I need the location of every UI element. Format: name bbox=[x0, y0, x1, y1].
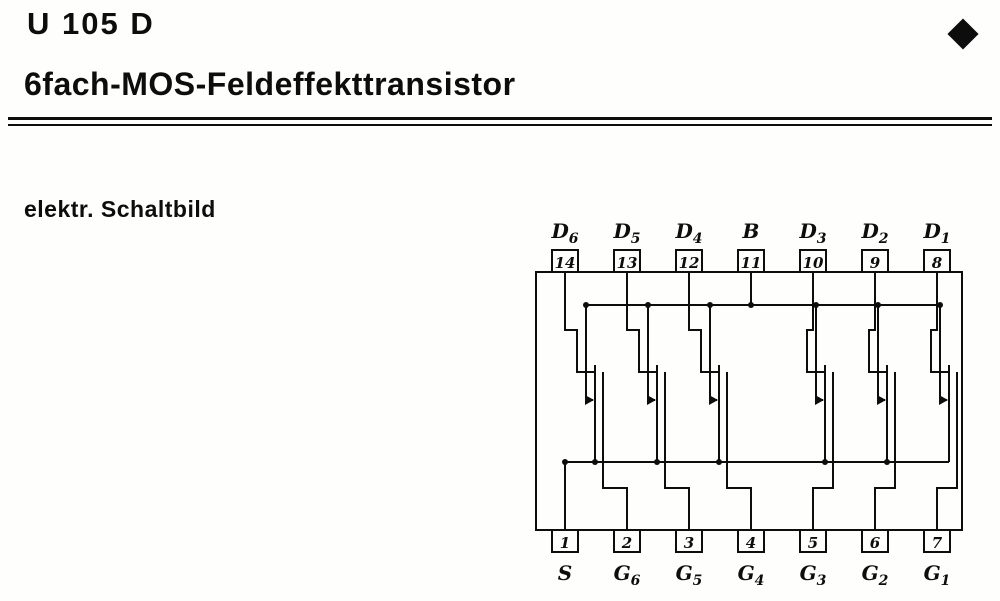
pin-number: 8 bbox=[932, 254, 943, 272]
top-pin-d3: D3 10 bbox=[798, 219, 827, 273]
pin-number: 12 bbox=[679, 254, 700, 272]
bulk-lead bbox=[709, 305, 717, 401]
pin-label: D6 bbox=[550, 219, 578, 247]
drain-lead bbox=[564, 272, 595, 373]
gate-lead bbox=[726, 434, 752, 530]
pin-box bbox=[613, 529, 641, 553]
top-pin-d6: D6 14 bbox=[550, 219, 579, 273]
pin-number: 10 bbox=[803, 254, 824, 272]
pin-number: 1 bbox=[560, 534, 570, 552]
circuit-diagram: D6 14 D5 13 D4 12 B 11 D3 10 D2 9 bbox=[535, 219, 963, 589]
section-label: elektr. Schaltbild bbox=[24, 196, 216, 222]
drain-lead bbox=[688, 272, 719, 373]
ic-outline bbox=[535, 271, 963, 531]
pin-number: 4 bbox=[746, 534, 756, 552]
bulk-lead bbox=[585, 305, 593, 401]
bulk-arrow-icon bbox=[877, 395, 886, 405]
bulk-lead bbox=[877, 305, 885, 401]
bulk-arrow-icon bbox=[939, 395, 948, 405]
pin-box bbox=[737, 249, 765, 273]
bulk-arrow-icon bbox=[709, 395, 718, 405]
divider-rule-thick bbox=[8, 117, 992, 120]
top-pin-b: B 11 bbox=[737, 219, 765, 273]
pin-box bbox=[861, 529, 889, 553]
pin-number: 5 bbox=[808, 534, 818, 552]
pin-label: G1 bbox=[924, 561, 951, 589]
divider-rule-thin bbox=[8, 124, 992, 126]
pin-label: D1 bbox=[922, 219, 950, 247]
pin-label: G3 bbox=[800, 561, 827, 589]
pin-label: D3 bbox=[798, 219, 826, 247]
pin-box bbox=[675, 529, 703, 553]
pin-label: D4 bbox=[674, 219, 702, 247]
bulk-arrow-icon bbox=[585, 395, 594, 405]
bottom-pin-g3: 5 G3 bbox=[799, 529, 827, 589]
pin-box bbox=[675, 249, 703, 273]
bottom-pin-g1: 7 G1 bbox=[923, 529, 951, 589]
pin-box bbox=[737, 529, 765, 553]
bulk-lead bbox=[647, 305, 655, 401]
bottom-pin-s: 1 S bbox=[551, 529, 579, 585]
gate-lead bbox=[602, 434, 628, 530]
mosfet-symbol-t4 bbox=[688, 272, 752, 530]
bottom-pin-g2: 6 G2 bbox=[861, 529, 889, 589]
pin-label: S bbox=[558, 561, 572, 585]
mosfet-symbol-t2 bbox=[868, 272, 896, 530]
pin-label: D5 bbox=[612, 219, 640, 247]
mosfet-symbol-t6 bbox=[564, 272, 628, 530]
pin-number: 11 bbox=[741, 254, 762, 272]
pin-label: G5 bbox=[676, 561, 703, 589]
pin-label: G6 bbox=[614, 561, 641, 589]
gate-lead bbox=[874, 434, 896, 530]
page-title: U 105 D bbox=[27, 6, 155, 41]
top-pin-d4: D4 12 bbox=[674, 219, 703, 273]
bottom-pin-g5: 3 G5 bbox=[675, 529, 703, 589]
bulk-lead bbox=[939, 305, 947, 401]
pin-label: D2 bbox=[860, 219, 888, 247]
drain-lead bbox=[626, 272, 657, 373]
pin-box bbox=[551, 249, 579, 273]
bulk-arrow-icon bbox=[815, 395, 824, 405]
drain-lead bbox=[930, 272, 949, 373]
pin-box bbox=[551, 529, 579, 553]
pin-number: 7 bbox=[932, 534, 943, 552]
mosfet-symbol-t3 bbox=[806, 272, 834, 530]
pin-label: G4 bbox=[738, 561, 765, 589]
gate-lead bbox=[812, 434, 834, 530]
top-pin-d5: D5 13 bbox=[612, 219, 641, 273]
gate-lead bbox=[664, 434, 690, 530]
pin-box bbox=[923, 529, 951, 553]
bottom-pin-g4: 4 G4 bbox=[737, 529, 765, 589]
junction-dots bbox=[562, 302, 943, 465]
top-pin-d2: D2 9 bbox=[860, 219, 889, 273]
drain-lead bbox=[806, 272, 825, 373]
pin-number: 14 bbox=[555, 254, 576, 272]
pin-number: 9 bbox=[870, 254, 881, 272]
bulk-lead bbox=[815, 305, 823, 401]
pin-box bbox=[613, 249, 641, 273]
gate-lead bbox=[936, 434, 958, 530]
pin-label: G2 bbox=[862, 561, 889, 589]
pin-box bbox=[799, 249, 827, 273]
pin-number: 13 bbox=[617, 254, 638, 272]
diamond-icon bbox=[947, 18, 979, 50]
pin-box bbox=[923, 249, 951, 273]
pin-number: 2 bbox=[621, 534, 632, 552]
mosfet-symbol-t1 bbox=[930, 272, 958, 530]
bulk-arrow-icon bbox=[647, 395, 656, 405]
bottom-pin-g6: 2 G6 bbox=[613, 529, 641, 589]
ic-outline-and-buses bbox=[535, 271, 963, 531]
page-subtitle: 6fach-MOS-Feldeffekttransistor bbox=[24, 66, 516, 102]
pin-box bbox=[861, 249, 889, 273]
mosfet-symbol-t5 bbox=[626, 272, 690, 530]
pin-number: 3 bbox=[684, 534, 694, 552]
top-pin-d1: D1 8 bbox=[922, 219, 951, 273]
pin-label: B bbox=[742, 219, 760, 243]
drain-lead bbox=[868, 272, 887, 373]
pin-box bbox=[799, 529, 827, 553]
pin-number: 6 bbox=[870, 534, 881, 552]
